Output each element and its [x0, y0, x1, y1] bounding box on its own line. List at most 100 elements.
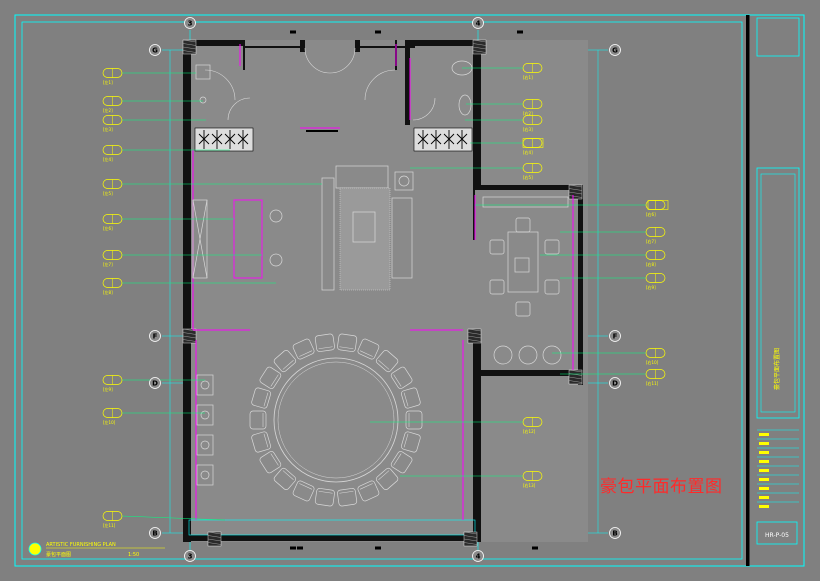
title-block-drawing-no-box: [756, 521, 798, 545]
chair-back: [393, 453, 402, 466]
wall-segment: [183, 40, 243, 46]
chair-back: [393, 374, 402, 387]
coat-hanger: [211, 130, 223, 149]
grid-bubble-label: D: [612, 380, 618, 388]
tag-label: [左6]: [103, 225, 113, 231]
side-table: [394, 171, 414, 191]
column-hatch: [467, 339, 482, 342]
cabinet-unit: [196, 464, 214, 486]
wall-segment: [473, 190, 475, 240]
grid-bubble: G: [149, 44, 161, 56]
wall-segment: [410, 40, 480, 46]
tag-label: [左1]: [103, 79, 113, 85]
chair-seat: [259, 366, 282, 389]
coat-hanger: [430, 130, 442, 149]
dining-chair: [489, 239, 505, 255]
plan-title-symbol: [28, 542, 42, 556]
grid-bubble-circle: [609, 527, 621, 539]
column-hatch: [182, 39, 197, 43]
coat-hanger: [417, 130, 429, 149]
tag-right-square: [647, 200, 669, 210]
round-table-chair: [314, 488, 335, 507]
title-block-project-box: [756, 167, 800, 419]
round-table-chair: [375, 349, 399, 373]
grid-bubble-label: D: [152, 380, 158, 388]
column-hatch: [472, 50, 487, 53]
round-table-chair: [375, 467, 399, 491]
grid-bubble-label: 3: [188, 553, 193, 561]
tag-label: [左5]: [103, 190, 113, 196]
grid-bubble-label: 3: [188, 20, 193, 28]
round-table-chair: [249, 410, 267, 430]
wall-segment: [245, 46, 305, 48]
dining-chair: [544, 239, 560, 255]
table-outer-ring: [273, 357, 399, 483]
door-swing: [412, 97, 436, 121]
column: [472, 39, 487, 55]
tag-right: [右3]: [522, 115, 543, 132]
round-table-chair: [273, 467, 297, 491]
column-hatch: [207, 542, 222, 545]
dining-chair: [489, 279, 505, 295]
column-hatch: [568, 184, 583, 188]
column-hatch: [182, 43, 197, 46]
room-floor: [183, 40, 588, 542]
cabinet-unit: [196, 374, 214, 396]
chair-back: [318, 490, 333, 494]
grid-bubble: D: [609, 377, 621, 389]
column-block: [182, 39, 197, 55]
dimension-tick: [290, 30, 296, 34]
wall-segment: [183, 535, 481, 541]
chair-back: [263, 392, 269, 407]
chair-seat: [273, 467, 297, 491]
column-block: [568, 369, 583, 385]
tag-left: [左10]: [102, 408, 123, 425]
tags-right: [右1][右2][右3][右4][右5][右6][右7][右8][右9][右10…: [522, 63, 669, 488]
round-table-chair: [405, 410, 423, 430]
chair-seat: [292, 480, 315, 502]
walls: [182, 39, 588, 547]
title-block-project-inner: [760, 173, 796, 413]
tag-label: [右5]: [523, 174, 533, 180]
wall-segment: [473, 370, 583, 376]
chair-back: [403, 392, 409, 407]
column-hatch: [182, 46, 197, 50]
tag-label: [右2]: [523, 110, 533, 116]
grid-bubble: F: [609, 330, 621, 342]
coat-hanger: [198, 130, 210, 149]
round-table-chair: [292, 480, 315, 502]
curtain-rail: [482, 196, 569, 208]
chair-seat: [390, 451, 413, 474]
wall-segment: [405, 40, 410, 125]
grid-bubble-label: 4: [476, 553, 481, 561]
cabinet-left-cross: [192, 199, 208, 279]
column-block: [472, 39, 487, 55]
grid-bubble-label: B: [612, 530, 617, 538]
column-hatch: [568, 195, 583, 198]
tag-label: [右11]: [646, 380, 659, 386]
title-block-divider: [746, 15, 750, 566]
chair-seat: [401, 431, 421, 453]
toilet-right: [458, 94, 472, 116]
grid-bubble-circle: [149, 377, 161, 389]
tag-right: [右12]: [522, 417, 543, 434]
lounge-chair: [493, 345, 513, 365]
tag-right: [右5]: [522, 163, 543, 180]
chair-seat: [405, 410, 423, 430]
tag-label: [右10]: [646, 359, 659, 365]
round-table-chair: [251, 431, 271, 453]
grid-bubble: G: [609, 44, 621, 56]
wall-segment: [473, 185, 583, 190]
column-hatch: [467, 328, 482, 332]
column-hatch: [568, 380, 583, 383]
column-hatch: [568, 191, 583, 195]
title-block-drawing-name: 豪包平面布置图: [773, 348, 781, 390]
lounge-chair: [542, 345, 562, 365]
tag-label: [左9]: [103, 386, 113, 392]
tag-label: [右12]: [523, 428, 536, 434]
chair-back: [403, 433, 409, 448]
column-hatch: [207, 538, 222, 542]
toilet: [195, 64, 211, 80]
column-hatch: [467, 335, 482, 339]
